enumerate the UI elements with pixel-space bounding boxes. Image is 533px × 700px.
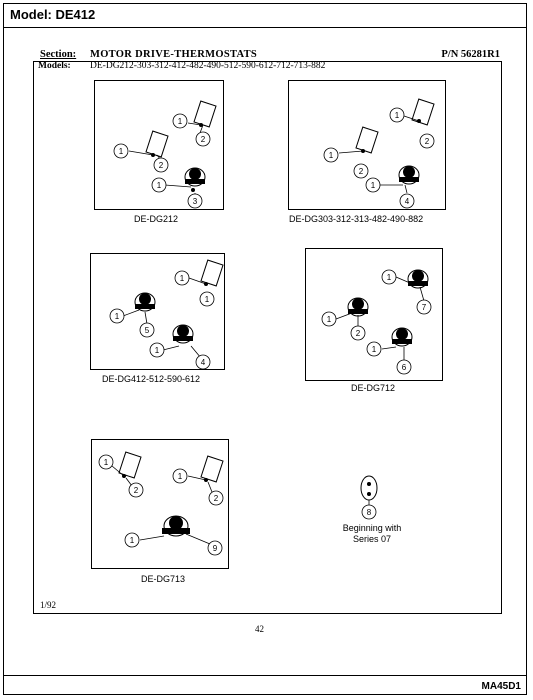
series-note-line-1: Beginning with	[342, 523, 402, 533]
callout-label: 1	[180, 274, 185, 283]
thermostat-diagram-4: 1 7 1 2 1 6	[321, 269, 432, 375]
model-title: Model: DE412	[10, 7, 96, 22]
thermostat-diagram-3: 1 1 1 5 1 4	[109, 259, 224, 370]
thermostat-note-diagram: 8	[360, 475, 378, 520]
thermostat-diagram-1: 1 2 1 2 1 3	[113, 100, 217, 209]
callout-label: 9	[213, 544, 218, 553]
series-note-line-2: Series 07	[352, 534, 392, 544]
diagram-caption: DE-DG712	[351, 383, 396, 393]
callout-label: 1	[178, 117, 183, 126]
callout-label: 2	[159, 161, 164, 170]
callout-label: 2	[134, 486, 139, 495]
diagram-box-5: 1 2 1 2 1 9	[91, 439, 229, 569]
part-number: P/N 56281R1	[441, 49, 500, 60]
revision-date: 1/92	[40, 600, 57, 610]
callout-label: 1	[205, 295, 210, 304]
callout-label: 1	[371, 181, 376, 190]
page-number: 42	[255, 624, 264, 634]
callout-label: 3	[193, 197, 198, 206]
models-label: Models:	[38, 61, 71, 71]
callout-label: 6	[402, 363, 407, 372]
models-value: DE-DG212-303-312-412-482-490-512-590-612…	[90, 61, 326, 71]
footer-divider	[33, 613, 502, 614]
callout-label: 1	[155, 346, 160, 355]
series-note: Beginning with Series 07	[330, 523, 414, 545]
callout-label: 1	[329, 151, 334, 160]
page-frame	[3, 3, 527, 695]
header-divider	[3, 27, 527, 28]
callout-label: 1	[387, 273, 392, 282]
thermostat-diagram-2: 1 2 1 2 1 4	[323, 98, 435, 209]
callout-label: 1	[327, 315, 332, 324]
diagram-box-2: 1 2 1 2 1 4	[288, 80, 446, 210]
callout-label: 2	[359, 167, 364, 176]
callout-label: 1	[104, 458, 109, 467]
section-label: Section:	[40, 49, 77, 60]
diagram-caption: DE-DG412-512-590-612	[102, 374, 201, 384]
callout-label: 2	[214, 494, 219, 503]
callout-label: 1	[130, 536, 135, 545]
callout-label: 1	[178, 472, 183, 481]
diagram-box-4: 1 7 1 2 1 6	[305, 248, 443, 381]
document-code: MA45D1	[481, 681, 521, 692]
callout-label: 4	[405, 197, 410, 206]
callout-label: 2	[425, 137, 430, 146]
diagram-caption: DE-DG303-312-313-482-490-882	[289, 214, 424, 224]
callout-label: 1	[395, 111, 400, 120]
thermostat-diagram-5: 1 2 1 2 1 9	[98, 451, 224, 556]
callout-label: 7	[422, 303, 427, 312]
callout-label: 2	[356, 329, 361, 338]
callout-label: 5	[145, 326, 150, 335]
callout-label: 2	[201, 135, 206, 144]
callout-label: 1	[119, 147, 124, 156]
callout-label: 1	[157, 181, 162, 190]
section-value: MOTOR DRIVE-THERMOSTATS	[90, 49, 258, 60]
bottom-divider	[3, 675, 527, 676]
callout-label: 1	[372, 345, 377, 354]
diagram-caption: DE-DG212	[134, 214, 179, 224]
callout-label: 4	[201, 358, 206, 367]
diagram-box-3: 1 1 1 5 1 4	[90, 253, 225, 370]
callout-label: 8	[367, 508, 372, 517]
diagram-caption: DE-DG713	[141, 574, 186, 584]
diagram-box-1: 1 2 1 2 1 3	[94, 80, 224, 210]
callout-label: 1	[115, 312, 120, 321]
